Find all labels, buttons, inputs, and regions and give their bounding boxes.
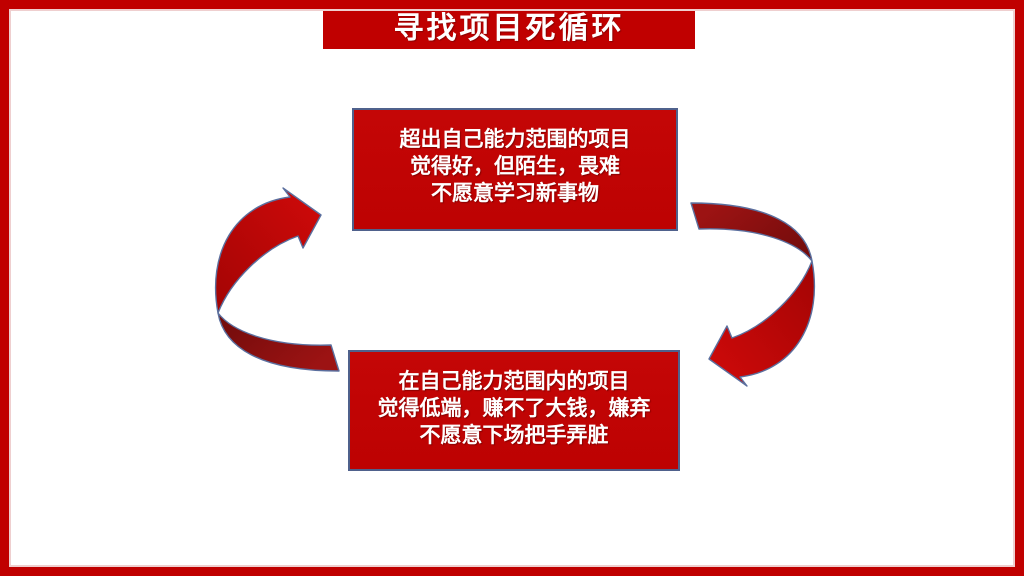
bottom-box-line-2: 觉得低端，赚不了大钱，嫌弃 bbox=[377, 396, 651, 420]
top-process-box: 超出自己能力范围的项目 觉得好，但陌生，畏难 不愿意学习新事物 bbox=[352, 108, 678, 231]
bottom-box-line-3: 不愿意下场把手弄脏 bbox=[419, 423, 609, 447]
title-banner: 寻找项目死循环 bbox=[323, 0, 695, 49]
bottom-process-box: 在自己能力范围内的项目 觉得低端，赚不了大钱，嫌弃 不愿意下场把手弄脏 bbox=[348, 350, 680, 471]
curved-cycle-arrow-left-icon bbox=[212, 186, 346, 378]
slide-title: 寻找项目死循环 bbox=[393, 11, 625, 45]
bottom-box-line-1: 在自己能力范围内的项目 bbox=[398, 369, 630, 393]
curved-cycle-arrow-right-icon bbox=[684, 196, 818, 388]
top-box-line-2: 觉得好，但陌生，畏难 bbox=[410, 154, 620, 178]
top-box-line-3: 不愿意学习新事物 bbox=[431, 181, 599, 205]
top-box-line-1: 超出自己能力范围的项目 bbox=[399, 127, 631, 151]
